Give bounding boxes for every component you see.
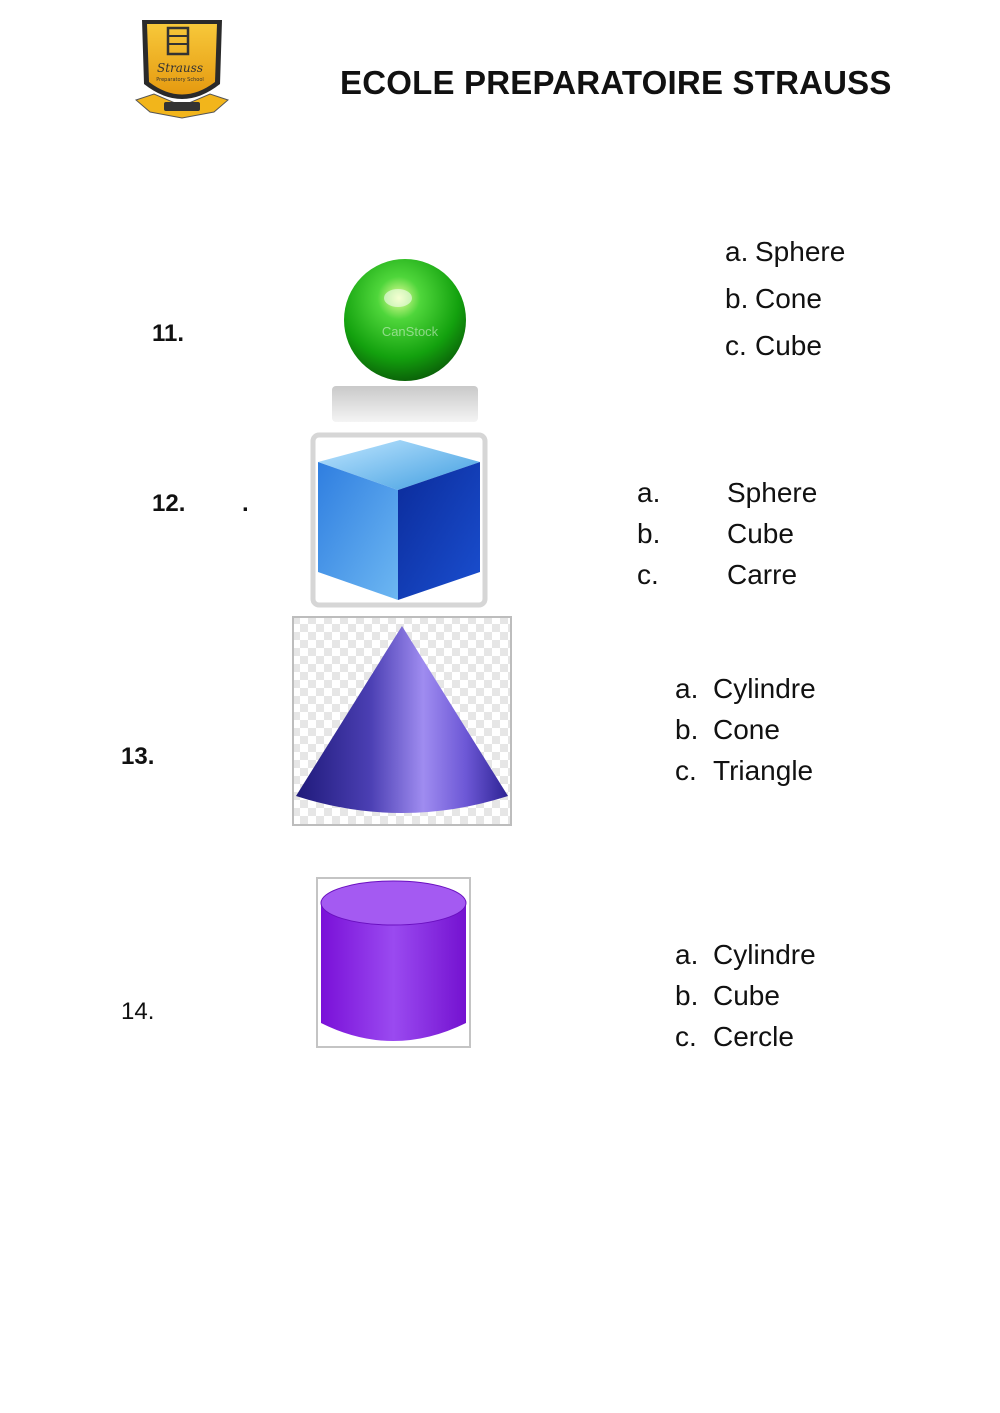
school-logo: Strauss Preparatory School [135, 20, 229, 119]
question-number-13: 13. [121, 743, 155, 770]
option-14-a[interactable]: a.Cylindre [675, 939, 816, 970]
option-11-a[interactable]: a.Sphere [725, 236, 846, 267]
question-number-14: 14. [121, 998, 155, 1025]
svg-text:Preparatory School: Preparatory School [156, 77, 204, 83]
question-number-12: 12. [152, 490, 186, 517]
cylinder-image [316, 877, 471, 1048]
cube-image [310, 432, 488, 608]
option-14-c[interactable]: c.Cercle [675, 1021, 794, 1052]
option-13-c[interactable]: c.Triangle [675, 755, 814, 786]
option-11-b[interactable]: b.Cone [725, 283, 822, 314]
question-number-11: 11. [152, 320, 185, 347]
option-11-c[interactable]: c.Cube [725, 330, 822, 361]
page-title: ECOLE PREPARATOIRE STRAUSS [340, 64, 892, 101]
svg-text:CanStock: CanStock [382, 324, 439, 339]
option-14-b[interactable]: b.Cube [675, 980, 780, 1011]
option-12-b[interactable]: b.Cube [637, 518, 794, 549]
option-13-b[interactable]: b.Cone [675, 714, 780, 745]
options-14: a.Cylindre b.Cube c.Cercle [675, 934, 816, 1057]
option-13-a[interactable]: a.Cylindre [675, 673, 816, 704]
cone-image [292, 616, 512, 826]
options-13: a.Cylindre b.Cone c.Triangle [675, 668, 816, 791]
sphere-image: CanStock [332, 259, 478, 422]
option-12-c[interactable]: c.Carre [637, 559, 798, 590]
options-11: a.Sphere b.Cone c.Cube [725, 228, 845, 369]
option-12-a[interactable]: a.Sphere [637, 477, 818, 508]
question-12-mark: . [242, 490, 249, 517]
options-12: a.Sphere b.Cube c.Carre [637, 472, 817, 595]
svg-text:Strauss: Strauss [157, 61, 203, 75]
